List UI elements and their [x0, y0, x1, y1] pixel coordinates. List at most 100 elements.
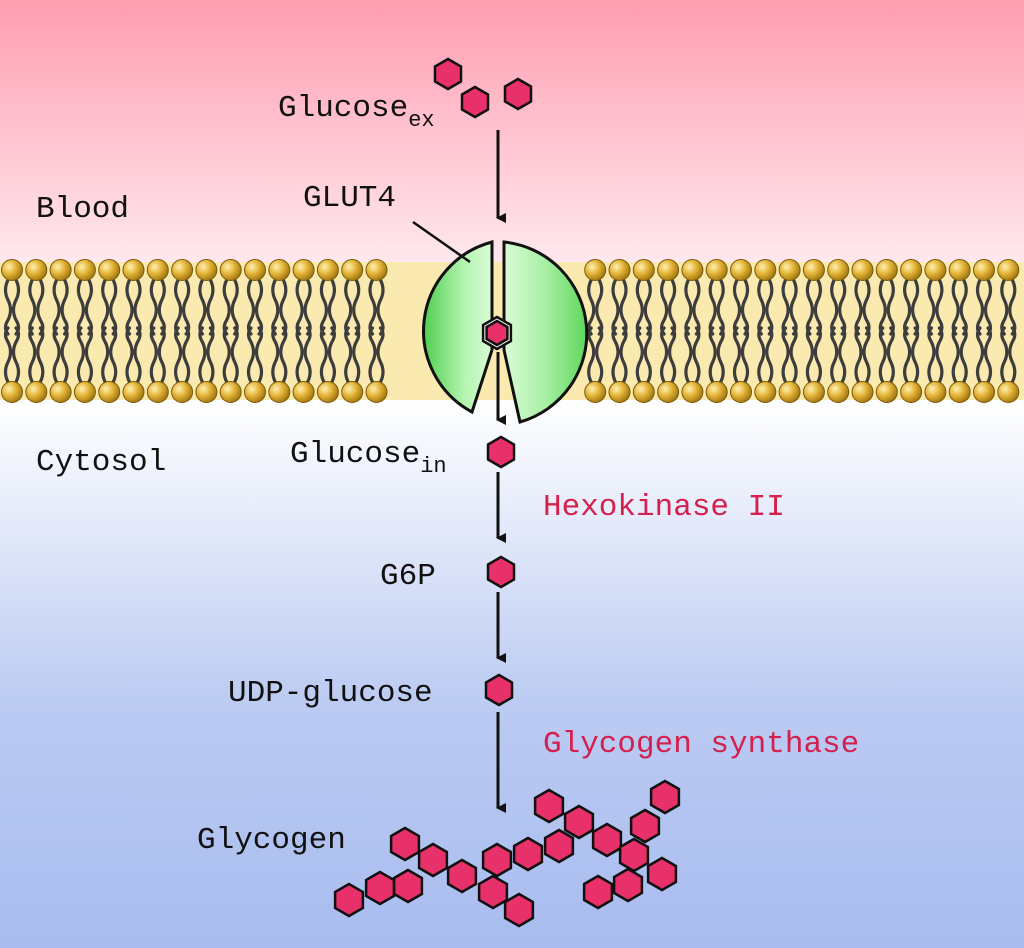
lipid-tail [279, 278, 288, 336]
glycogen-glucose-unit [649, 779, 681, 815]
lipid-tail [206, 278, 215, 336]
lipid-tail [684, 326, 693, 384]
lipid-tail [587, 278, 596, 336]
cytosol-label: Cytosol [36, 445, 166, 480]
glycogen-glucose-unit [512, 836, 544, 872]
lipid-tail [1008, 326, 1017, 384]
lipid-tail [368, 278, 377, 336]
glucose-molecules [333, 57, 681, 928]
lipid-tail [935, 278, 944, 336]
lipid-tail [101, 326, 110, 384]
lipid-tail [133, 278, 142, 336]
lipid-tail [246, 278, 256, 336]
lipid-head [73, 381, 96, 403]
lipid-tail [109, 278, 118, 336]
lipid-head [778, 381, 801, 403]
lipid-tail [935, 326, 944, 384]
lipid-tail [878, 278, 887, 336]
lipid-tails [3, 278, 1017, 384]
lipid-head [948, 381, 971, 403]
lipid-head [49, 381, 72, 403]
lipid-head [973, 259, 995, 281]
lipid-tail [3, 278, 13, 336]
lipid-tail [595, 326, 604, 384]
lipid-tail [295, 326, 304, 384]
lipid-tail [222, 326, 231, 384]
lipid-tail [854, 278, 863, 336]
blood-label: Blood [36, 192, 129, 227]
lipid-head [1, 381, 23, 403]
lipid-tail [125, 278, 134, 336]
lipid-tail [975, 278, 985, 336]
glycogen-glucose-unit [543, 828, 575, 864]
lipid-tail [862, 326, 871, 384]
lipid-tail [805, 278, 814, 336]
lipid-head [25, 381, 48, 403]
lipid-tail [668, 278, 677, 336]
lipid-tail [271, 278, 280, 336]
lipid-head [341, 381, 364, 403]
lipid-tail [903, 278, 912, 336]
glycogen-glucose-unit [333, 882, 365, 918]
lipid-tail [878, 326, 887, 384]
glycogen-glucose-unit [446, 858, 478, 894]
lipid-tail [36, 278, 45, 336]
lipid-tail [319, 326, 328, 384]
lipid-head [875, 259, 898, 281]
lipid-tail [716, 278, 725, 336]
lipid-tail [619, 326, 628, 384]
glycogen-glucose-unit [612, 867, 644, 903]
lipid-head [827, 381, 850, 403]
lipid-tail [149, 278, 158, 336]
lipid-head [292, 381, 315, 403]
lipid-head [244, 381, 266, 403]
lipid-tail [830, 278, 839, 336]
glycogen-glucose-unit [503, 892, 535, 928]
lipid-tail [319, 278, 328, 336]
lipid-tail [983, 326, 993, 384]
lipid-tail [254, 278, 264, 336]
lipid-tail [101, 278, 110, 336]
lipid-head [292, 259, 315, 281]
glycogen-glucose-unit [533, 788, 565, 824]
lipid-tail [76, 326, 85, 384]
lipid-tail [838, 278, 847, 336]
lipid-tail [765, 326, 774, 384]
glycogen-glucose-unit [563, 804, 595, 840]
lipid-head [146, 259, 169, 281]
lipid-head [900, 381, 923, 403]
lipid-tail [352, 326, 361, 384]
glut4-transporter [422, 240, 589, 424]
lipid-tail [182, 326, 191, 384]
lipid-tail [76, 278, 85, 336]
udp-glucose-molecule [484, 673, 514, 707]
lipid-tail [1008, 278, 1017, 336]
lipid-tail [133, 326, 142, 384]
lipid-tail [781, 326, 790, 384]
lipid-tail [157, 326, 166, 384]
lipid-head [268, 381, 291, 403]
lipid-tail [11, 326, 21, 384]
lipid-head [754, 259, 777, 281]
lipid-tail [230, 278, 239, 336]
lipid-tail [789, 278, 798, 336]
lipid-head [632, 381, 655, 403]
lipid-tail [368, 326, 377, 384]
glucose-ex-molecule [433, 57, 463, 91]
glucose-in-label: Glucosein [290, 437, 447, 479]
lipid-tail [789, 326, 798, 384]
lipid-head [657, 381, 680, 403]
lipid-tail [84, 278, 93, 336]
lipid-tail [911, 278, 920, 336]
lipid-tail [595, 278, 604, 336]
lipid-tail [854, 326, 863, 384]
lipid-tail [692, 278, 701, 336]
lipid-tail [635, 278, 644, 336]
lipid-head [195, 259, 218, 281]
lipid-head [365, 381, 388, 403]
lipid-tail [587, 326, 596, 384]
lipid-tail [668, 326, 677, 384]
lipid-tail [692, 326, 701, 384]
